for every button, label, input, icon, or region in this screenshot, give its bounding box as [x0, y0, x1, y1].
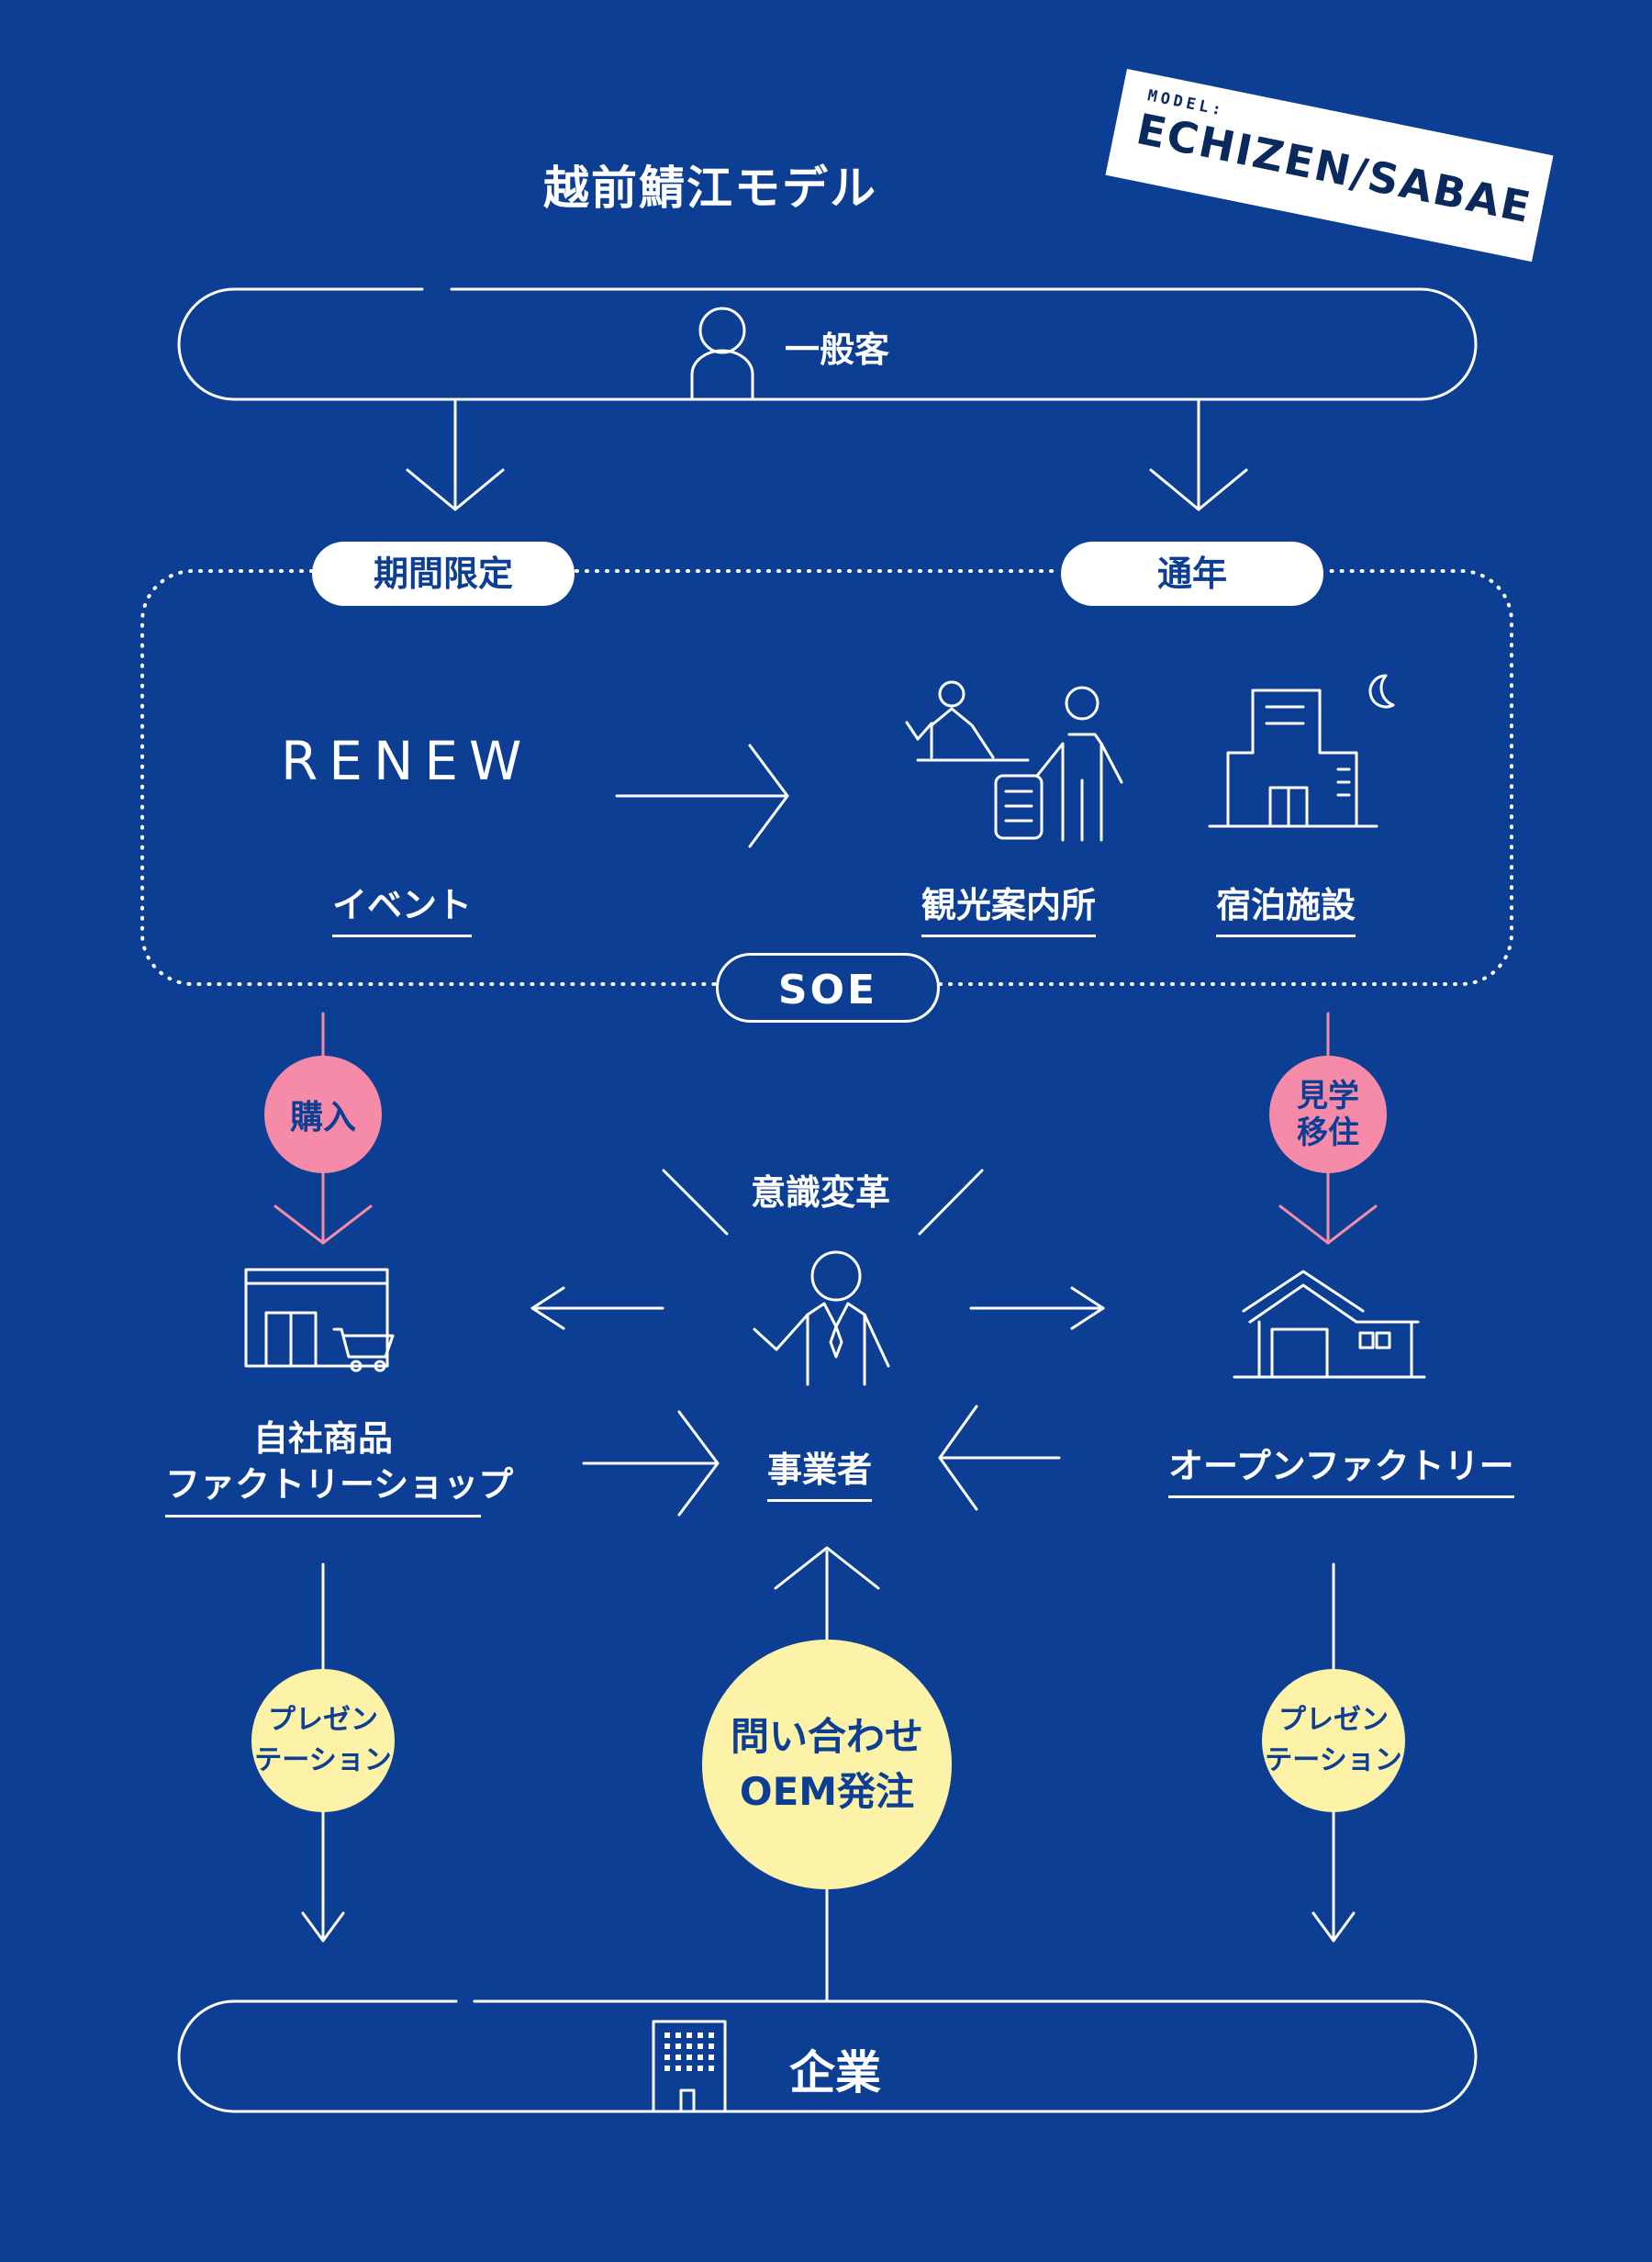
ray-right [918, 1169, 984, 1236]
arrow-shop-to-business [582, 1410, 720, 1517]
factory-shop-line1: 自社商品 [252, 1418, 393, 1459]
presentation-left-line2: テーション [254, 1744, 392, 1776]
shop-cart-icon [244, 1268, 395, 1372]
tourist-info-label: 観光案内所 [921, 877, 1097, 937]
dotted-frame [140, 569, 1513, 986]
presentation-circle-right: プレゼン テーション [1262, 1669, 1405, 1812]
limited-period-pill: 期間限定 [312, 542, 575, 606]
relocate-text: 移住 [1297, 1114, 1359, 1151]
open-factory-label: オープンファクトリー [1168, 1438, 1514, 1498]
presentation-right-line2: テーション [1265, 1744, 1402, 1776]
general-customers-label: 一般客 [785, 330, 890, 370]
arrow-down-right [1149, 399, 1248, 511]
arrow-business-to-shop [530, 1286, 664, 1330]
presentation-right-line1: プレゼン [1278, 1704, 1389, 1736]
renew-logo: RENEW [281, 730, 533, 792]
ray-left [662, 1169, 729, 1236]
purchase-circle: 購入 [264, 1056, 382, 1173]
factory-shop-line2: ファクトリーショップ [165, 1461, 513, 1517]
inquiry-text: 問い合わせ [730, 1714, 923, 1759]
oem-order-text: OEM発注 [739, 1769, 915, 1814]
building-windows [664, 2032, 714, 2071]
factory-shop-label: 自社商品 ファクトリーショップ [165, 1416, 513, 1517]
visit-text: 見学 [1297, 1078, 1359, 1114]
soe-pill: SOE [716, 953, 940, 1023]
pink-arrow-left [273, 1166, 373, 1245]
business-operators-label: 事業者 [767, 1441, 873, 1502]
year-round-pill: 通年 [1061, 542, 1323, 606]
bottom-band-outline [177, 1999, 1478, 2113]
arrow-factory-to-business [938, 1405, 1061, 1511]
mindset-change-label: 意識変革 [751, 1172, 891, 1213]
person-icon [690, 307, 754, 401]
arrow-down-left [406, 399, 505, 511]
purchase-text: 購入 [289, 1099, 356, 1137]
tourist-info-icon [905, 680, 1123, 842]
top-band-outline [177, 287, 1478, 401]
companies-label: 企業 [789, 2046, 881, 2100]
diagram-title: 越前鯖江モデル [543, 162, 877, 215]
arrow-renew-to-info [615, 744, 789, 848]
lodging-icon [1208, 674, 1395, 828]
open-factory-icon [1233, 1270, 1426, 1379]
lodging-label: 宿泊施設 [1216, 877, 1356, 937]
building-icon [652, 2020, 727, 2113]
visit-relocate-circle: 見学 移住 [1269, 1056, 1387, 1173]
event-label: イベント [332, 877, 473, 937]
presentation-left-line1: プレゼン [268, 1704, 378, 1736]
presentation-circle-left: プレゼン テーション [251, 1669, 395, 1812]
arrow-business-to-factory [969, 1286, 1105, 1330]
oem-order-circle: 問い合わせ OEM発注 [702, 1640, 952, 1889]
business-person-icon [753, 1250, 890, 1386]
pink-arrow-right [1278, 1166, 1378, 1245]
